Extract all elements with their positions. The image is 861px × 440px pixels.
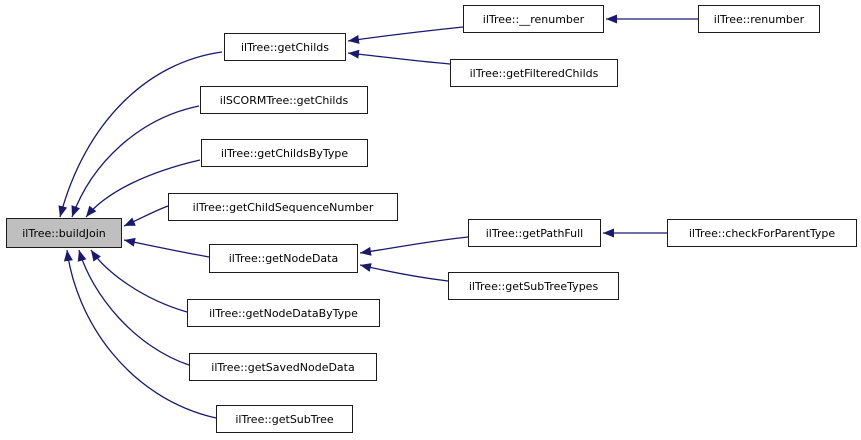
node-scormGetChilds[interactable]: ilSCORMTree::getChilds	[200, 86, 368, 114]
node-getPathFull[interactable]: ilTree::getPathFull	[468, 219, 601, 247]
edge-scormGetChilds-to-buildJoin	[71, 105, 200, 218]
node-getChildsByType[interactable]: ilTree::getChildsByType	[201, 139, 368, 167]
edge-getSubTree-to-buildJoin	[63, 249, 217, 419]
node-getChildSequenceNumber[interactable]: ilTree::getChildSequenceNumber	[168, 193, 398, 221]
edge-getSavedNodeData-to-buildJoin	[77, 249, 190, 366]
node-checkForParentType[interactable]: ilTree::checkForParentType	[667, 219, 857, 247]
node-getFilteredChilds[interactable]: ilTree::getFilteredChilds	[450, 59, 618, 87]
edge-getChildsByType-to-buildJoin	[85, 159, 201, 218]
node-getSubTree[interactable]: ilTree::getSubTree	[216, 405, 353, 433]
edge-getNodeData-to-buildJoin	[123, 237, 210, 258]
edge-getChildSequenceNumber-to-buildJoin	[123, 205, 169, 227]
node-getChilds[interactable]: ilTree::getChilds	[224, 33, 346, 61]
edge-getChilds-to-buildJoin	[58, 51, 223, 218]
edge-getPathFull-to-getNodeData	[359, 236, 469, 256]
node-renumber2[interactable]: ilTree::__renumber	[463, 5, 604, 33]
node-getNodeData[interactable]: ilTree::getNodeData	[209, 244, 358, 273]
node-getSubTreeTypes[interactable]: ilTree::getSubTreeTypes	[448, 272, 619, 300]
node-buildJoin: ilTree::buildJoin	[6, 218, 122, 248]
node-getSavedNodeData[interactable]: ilTree::getSavedNodeData	[189, 353, 377, 381]
edge-renumber2-to-getChilds	[347, 26, 464, 44]
node-renumber[interactable]: ilTree::renumber	[698, 5, 820, 33]
edge-getSubTreeTypes-to-getNodeData	[359, 263, 449, 282]
edge-getFilteredChilds-to-getChilds	[347, 49, 451, 65]
node-getNodeDataByType[interactable]: ilTree::getNodeDataByType	[187, 299, 380, 327]
edge-getNodeDataByType-to-buildJoin	[90, 249, 188, 313]
